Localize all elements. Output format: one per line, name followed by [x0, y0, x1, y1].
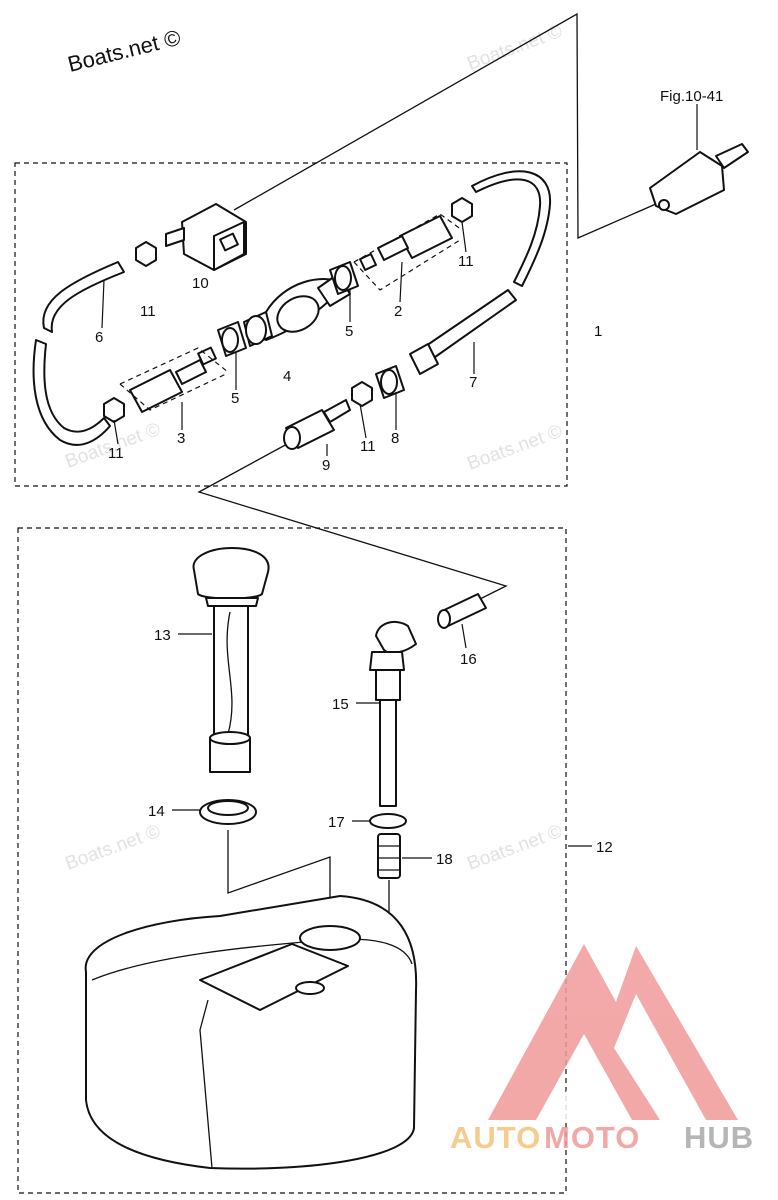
part-18-filter	[377, 833, 401, 879]
part-11-clip	[451, 197, 473, 223]
hose-7	[471, 170, 552, 287]
callout-5: 5	[345, 323, 353, 340]
fuel-tank	[84, 895, 418, 1170]
hose-6	[42, 261, 125, 333]
part-11-clip	[135, 241, 157, 267]
callout-12: 12	[596, 839, 613, 856]
callout-2: 2	[394, 303, 402, 320]
connector-line	[197, 436, 508, 601]
callout-8: 8	[391, 430, 399, 447]
callout-3: 3	[177, 430, 185, 447]
part-15-pickup-elbow	[369, 620, 417, 807]
logo-text-moto: MOTO	[544, 1120, 640, 1155]
tank-assembly-box	[17, 527, 567, 1194]
callout-6: 6	[95, 329, 103, 346]
callouts: 1 2 3 4 5 5 6 7 8 9 10 11 11 11 11 12 13…	[95, 253, 613, 868]
part-4-primer-bulb	[243, 273, 351, 347]
callout-5: 5	[231, 390, 239, 407]
engine-side-connector	[649, 104, 749, 215]
part-11-clip	[351, 381, 373, 407]
callout-10: 10	[192, 275, 209, 292]
part-9-connector	[283, 399, 351, 450]
callout-11: 11	[140, 303, 156, 320]
callout-17: 17	[328, 814, 345, 831]
callout-1: 1	[594, 323, 602, 340]
callout-11: 11	[458, 253, 474, 270]
logo-text-hub: HUB	[684, 1120, 754, 1155]
callout-9: 9	[322, 457, 330, 474]
callout-18: 18	[436, 851, 453, 868]
part-5-collar	[217, 321, 247, 357]
part-5-collar	[329, 261, 359, 295]
automotohub-logo: AUTO MOTO HUB	[450, 944, 754, 1155]
leader-lines	[101, 221, 592, 859]
part-13-fuel-gauge	[192, 547, 270, 773]
part-8-collar	[375, 365, 405, 399]
part-17-oring	[369, 813, 407, 829]
figure-reference: Fig.10-41	[660, 88, 723, 105]
part-11-clip	[103, 397, 125, 423]
connector-line	[227, 830, 331, 926]
callout-7: 7	[469, 374, 477, 391]
callout-11: 11	[360, 438, 376, 455]
hose-assembly-box	[14, 162, 568, 487]
callout-13: 13	[154, 627, 171, 644]
part-3-check-valve	[119, 346, 229, 413]
part-14-seal	[199, 799, 257, 825]
callout-4: 4	[283, 368, 291, 385]
callout-14: 14	[148, 803, 165, 820]
site-credit: Boats.net ©	[65, 25, 183, 77]
watermark: Boats.net ©	[63, 821, 164, 875]
part-2-check-valve	[353, 213, 463, 291]
callout-16: 16	[460, 651, 477, 668]
callout-11: 11	[108, 445, 124, 462]
watermarks: Boats.net © Boats.net © Boats.net © Boat…	[63, 21, 566, 875]
watermark: Boats.net ©	[465, 421, 566, 475]
logo-text-auto: AUTO	[450, 1120, 541, 1155]
watermark: Boats.net ©	[465, 821, 566, 875]
callout-15: 15	[332, 696, 349, 713]
part-10-filter	[165, 203, 247, 271]
part-16-connector	[437, 593, 487, 629]
connector-line	[233, 12, 666, 239]
logo-triangle-icon	[488, 944, 738, 1120]
